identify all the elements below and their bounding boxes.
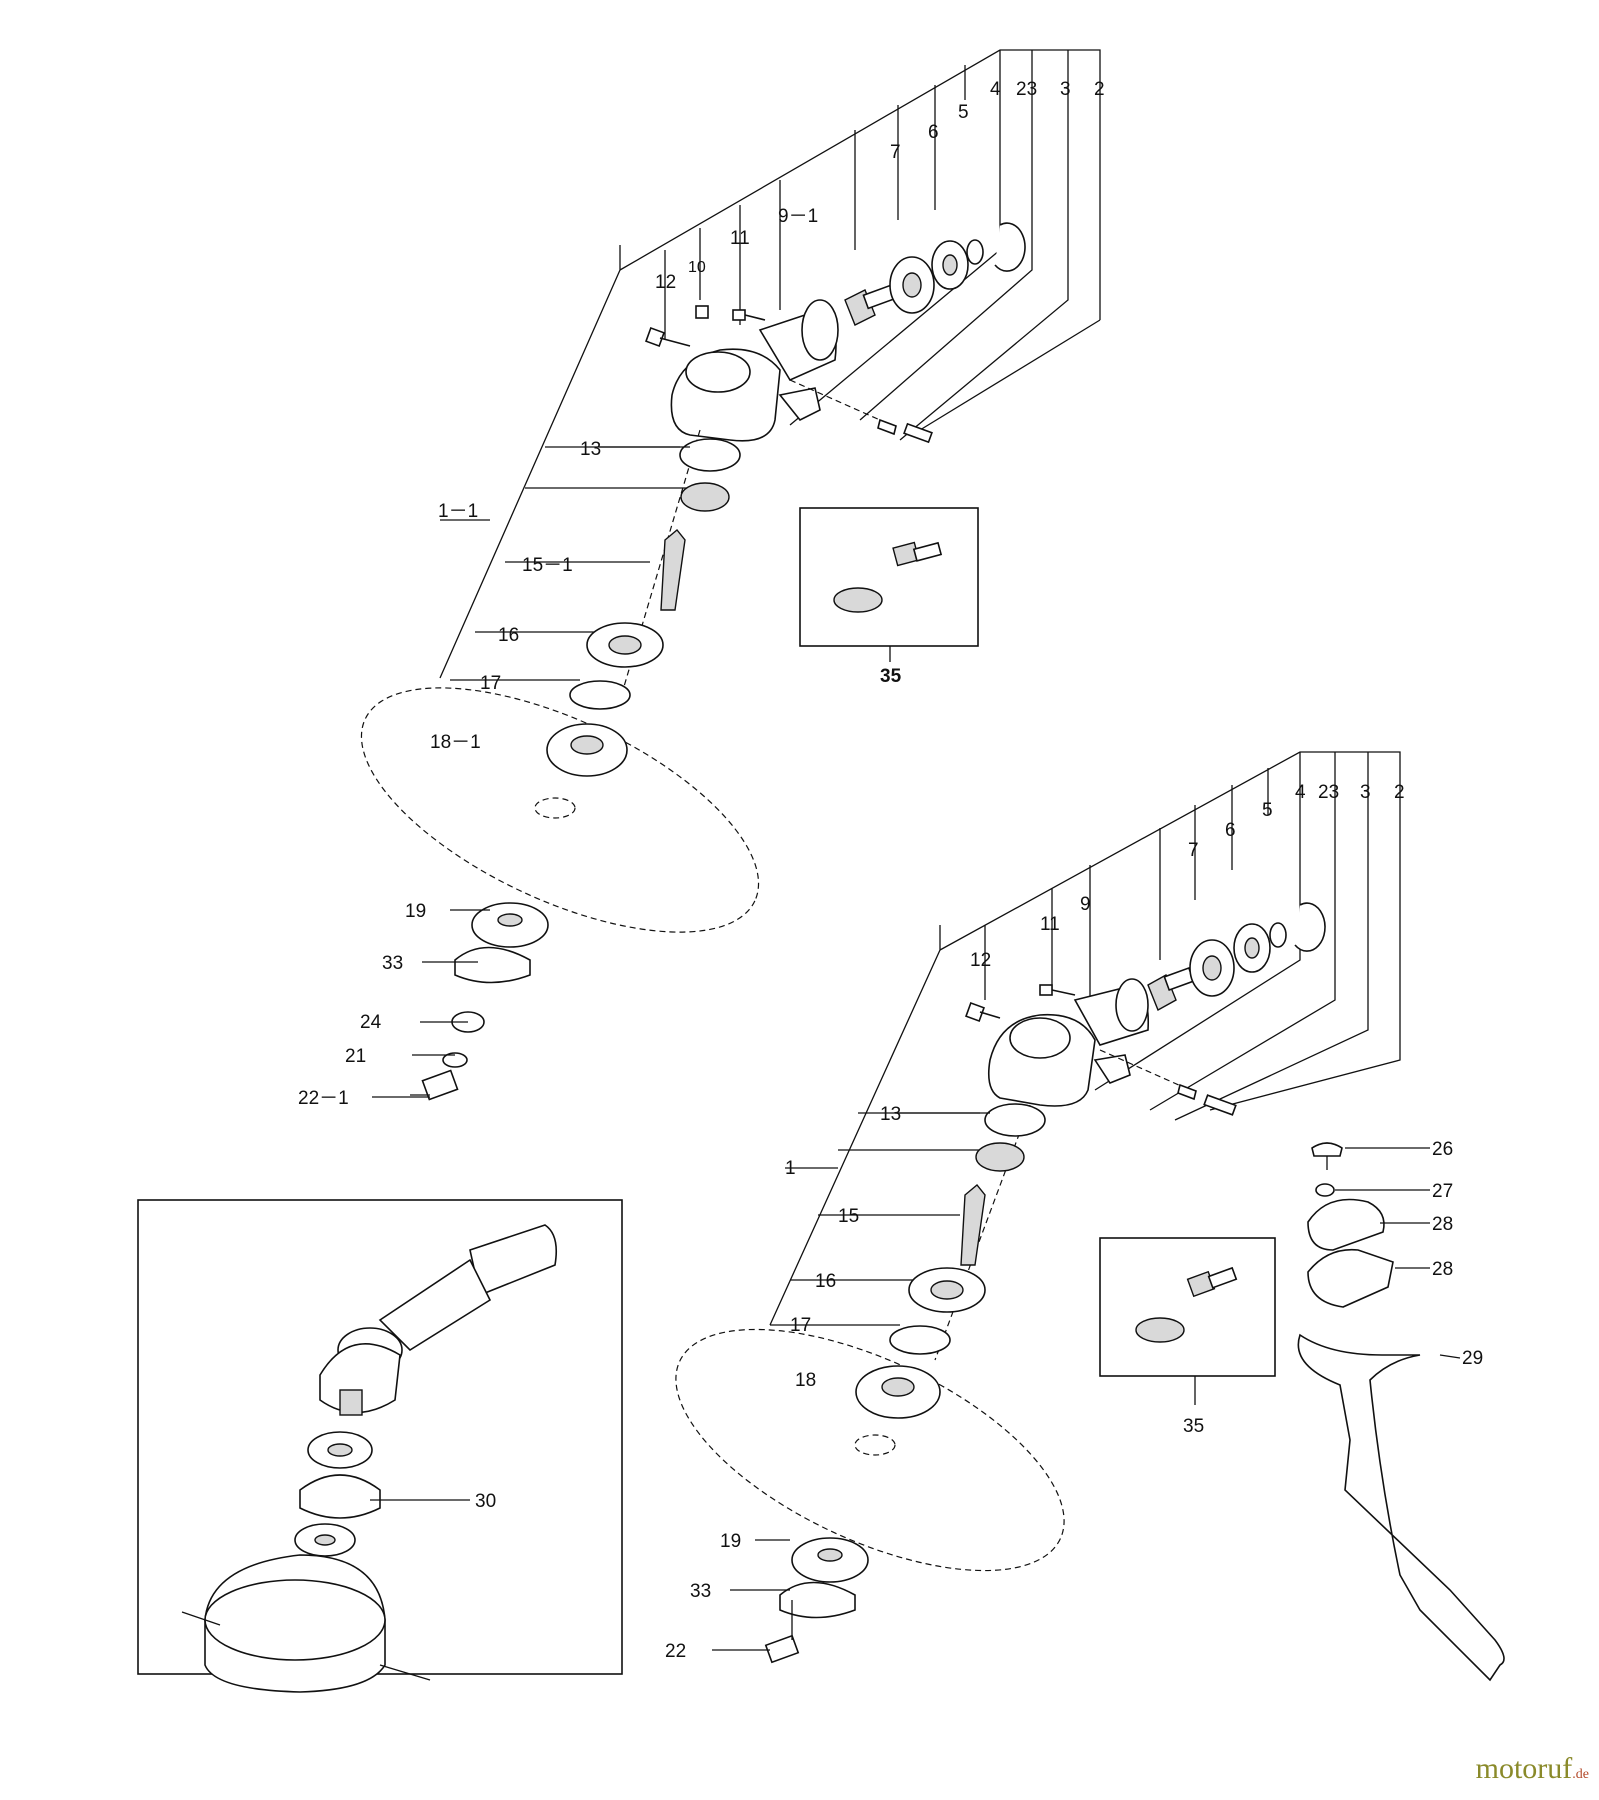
label-part-22-b: 22	[665, 1641, 686, 1662]
label-part-12: 12	[655, 272, 676, 293]
label-part-6-b: 6	[1225, 820, 1236, 841]
label-part-16: 16	[498, 625, 519, 646]
label-part-28-a: 28	[1432, 1214, 1453, 1235]
label-part-26: 26	[1432, 1139, 1453, 1160]
label-part-5-b: 5	[1262, 800, 1273, 821]
label-part-3-b: 3	[1360, 782, 1371, 803]
label-part-6: 6	[928, 122, 939, 143]
label-part-2-b: 2	[1394, 782, 1405, 803]
label-part-3: 3	[1060, 79, 1071, 100]
watermark-logo: motoruf.de	[1476, 1752, 1589, 1786]
label-part-9-1: 9－1	[778, 206, 818, 227]
label-part-17-b: 17	[790, 1315, 811, 1336]
label-part-4: 4	[990, 79, 1001, 100]
inset-trimmer-head: 30	[137, 1199, 623, 1693]
label-part-33-b: 33	[690, 1581, 711, 1602]
label-part-10: 10	[688, 259, 706, 276]
label-part-18-1: 18－1	[430, 732, 481, 753]
label-part-11-b: 11	[1040, 914, 1060, 935]
label-part-2: 2	[1094, 79, 1105, 100]
bottom-assembly: 4 23 3 2 5 6 7 9 11 12 13 1 15 16 17 18 …	[665, 751, 1405, 1664]
gear-kit-top: 35	[799, 507, 979, 687]
label-part-30: 30	[475, 1491, 496, 1512]
label-part-13-b: 13	[880, 1104, 901, 1125]
gear-kit-bottom: 35	[1099, 1237, 1276, 1437]
label-part-12-b: 12	[970, 950, 991, 971]
label-part-7: 7	[890, 142, 901, 163]
label-part-29: 29	[1462, 1348, 1483, 1369]
label-part-19: 19	[405, 901, 426, 922]
label-part-7-b: 7	[1188, 840, 1199, 861]
label-part-27: 27	[1432, 1181, 1453, 1202]
label-part-4-b: 4	[1295, 782, 1306, 803]
label-part-15-1: 15－1	[522, 555, 573, 576]
label-part-1-b: 1	[785, 1158, 796, 1179]
label-part-24: 24	[360, 1012, 382, 1033]
label-part-5: 5	[958, 102, 969, 123]
label-part-21: 21	[345, 1046, 366, 1067]
label-part-11: 11	[730, 228, 750, 249]
label-part-28-b: 28	[1432, 1259, 1453, 1280]
label-part-33: 33	[382, 953, 403, 974]
label-part-22-1: 22－1	[298, 1088, 349, 1109]
guard-assembly: 26 27 28 28 29	[1297, 1139, 1505, 1682]
label-kit-35-top: 35	[880, 666, 902, 687]
label-part-17: 17	[480, 673, 501, 694]
watermark-tld: .de	[1572, 1767, 1589, 1782]
label-part-23-b: 23	[1318, 782, 1339, 803]
label-part-23: 23	[1016, 79, 1037, 100]
watermark-text: motoruf	[1475, 1752, 1573, 1785]
label-part-19-b: 19	[720, 1531, 741, 1552]
label-part-18-b: 18	[795, 1370, 816, 1391]
label-part-1-1: 1－1	[438, 501, 478, 522]
label-part-13: 13	[580, 439, 601, 460]
label-part-16-b: 16	[815, 1271, 836, 1292]
top-assembly: 4 23 3 2 5 6 7 9－1 11 10 12 13 1－1 15－1 …	[298, 49, 1105, 1109]
label-kit-35-bottom: 35	[1183, 1416, 1204, 1437]
label-part-9-b: 9	[1080, 894, 1091, 915]
label-part-15-b: 15	[838, 1206, 859, 1227]
